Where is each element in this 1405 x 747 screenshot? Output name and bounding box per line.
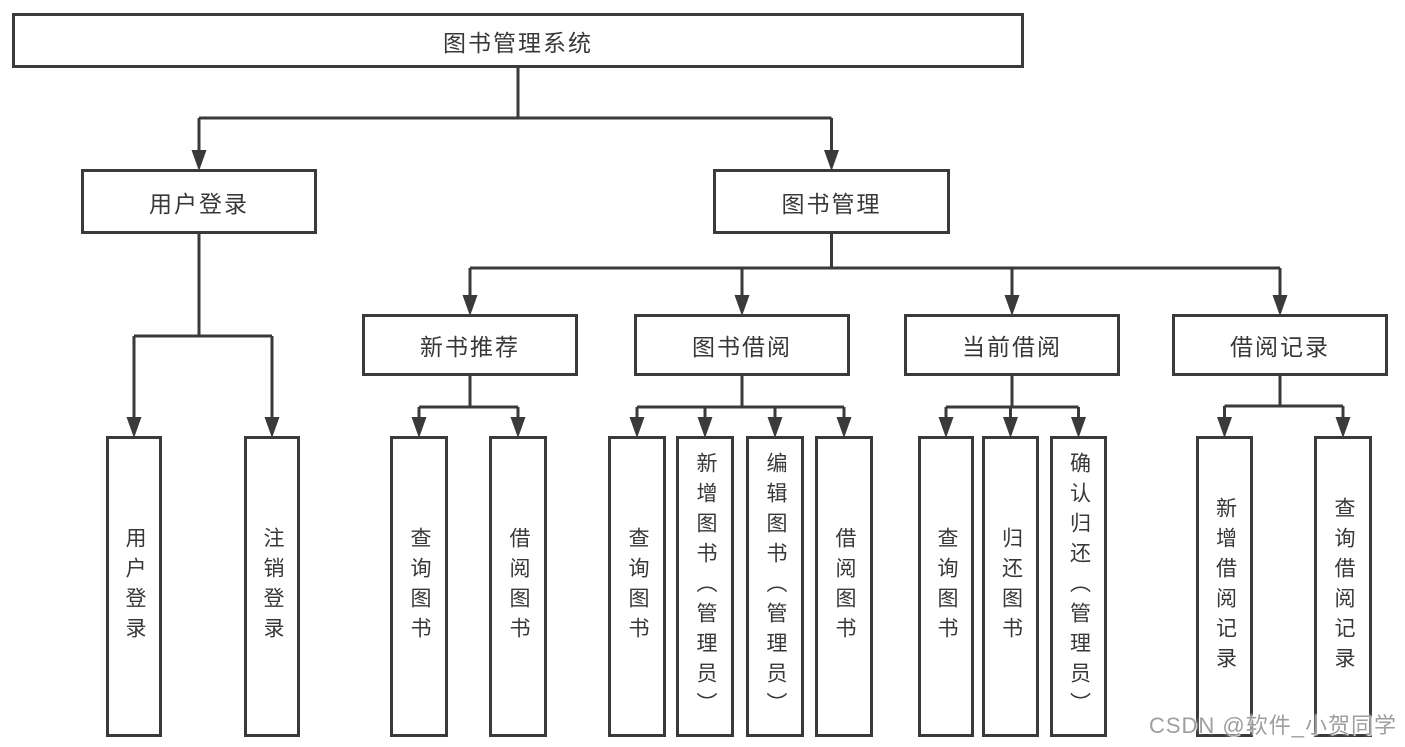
node-label-root: 图书管理系统 [443, 29, 593, 56]
node-root: 图书管理系统 [12, 13, 1024, 68]
node-mgmt: 图书管理 [713, 169, 950, 234]
node-records: 借阅记录 [1172, 314, 1388, 376]
node-label-r_query: 查询借阅记录 [1332, 496, 1355, 677]
node-label-nb_borrow: 借阅图书 [507, 526, 530, 647]
node-label-u_login: 用户登录 [123, 526, 146, 647]
node-u_login: 用户登录 [106, 436, 162, 737]
node-nb_borrow: 借阅图书 [489, 436, 547, 737]
node-login: 用户登录 [81, 169, 317, 234]
node-borrow: 图书借阅 [634, 314, 850, 376]
node-current: 当前借阅 [904, 314, 1120, 376]
node-label-records: 借阅记录 [1230, 334, 1330, 360]
node-label-nb_query: 查询图书 [408, 526, 431, 647]
node-label-r_add: 新增借阅记录 [1213, 496, 1237, 677]
node-r_query: 查询借阅记录 [1314, 436, 1372, 737]
node-b_add: 新增图书（管理员） [676, 436, 734, 737]
node-b_query: 查询图书 [608, 436, 666, 737]
node-label-newbook: 新书推荐 [420, 334, 520, 360]
node-c_return: 归还图书 [982, 436, 1039, 737]
node-label-b_edit: 编辑图书（管理员） [764, 451, 787, 722]
node-u_logout: 注销登录 [244, 436, 300, 737]
node-b_borrow: 借阅图书 [815, 436, 873, 737]
node-label-borrow: 图书借阅 [692, 334, 792, 360]
node-r_add: 新增借阅记录 [1196, 436, 1253, 737]
node-label-b_query: 查询图书 [626, 526, 649, 647]
node-c_confirm: 确认归还（管理员） [1050, 436, 1107, 737]
node-label-c_return: 归还图书 [999, 526, 1023, 647]
node-c_query: 查询图书 [918, 436, 974, 737]
node-label-mgmt: 图书管理 [781, 190, 882, 217]
node-b_edit: 编辑图书（管理员） [746, 436, 804, 737]
node-label-u_logout: 注销登录 [261, 526, 284, 647]
node-label-current: 当前借阅 [962, 334, 1062, 360]
node-label-c_confirm: 确认归还（管理员） [1067, 451, 1091, 722]
node-newbook: 新书推荐 [362, 314, 578, 376]
node-label-b_add: 新增图书（管理员） [694, 451, 717, 722]
node-label-b_borrow: 借阅图书 [833, 526, 856, 647]
node-nb_query: 查询图书 [390, 436, 448, 737]
watermark-text: CSDN @软件_小贺同学 [1148, 713, 1397, 738]
node-label-login: 用户登录 [149, 190, 249, 217]
node-label-c_query: 查询图书 [935, 526, 958, 647]
